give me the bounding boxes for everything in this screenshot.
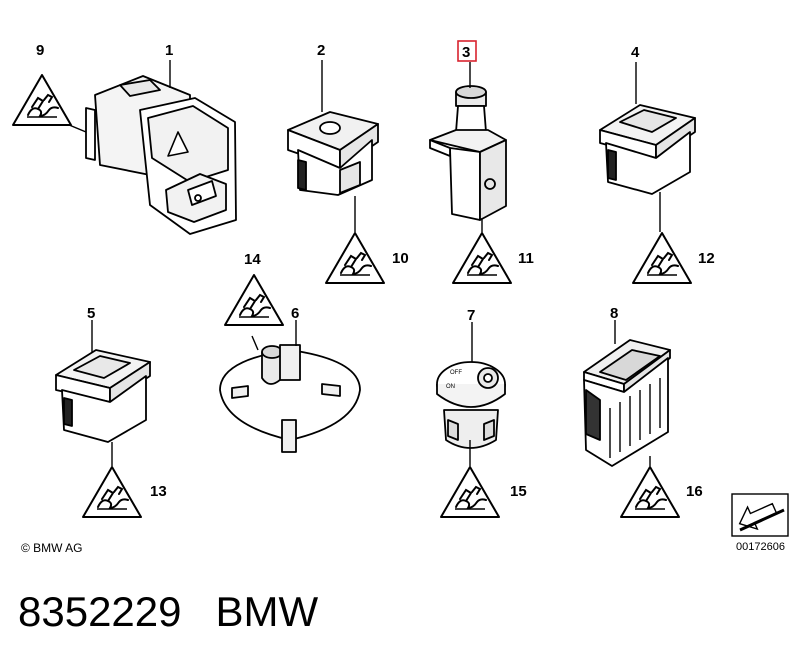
warning-triangle-connector-icon (82, 466, 142, 518)
callout-5[interactable]: 5 (87, 305, 95, 322)
callout-7[interactable]: 7 (467, 307, 475, 324)
callout-3[interactable]: 3 (462, 44, 470, 61)
warning-triangle-connector-icon (620, 466, 680, 518)
brand-name: BMW (215, 588, 319, 635)
callout-11[interactable]: 11 (518, 250, 534, 267)
warning-triangle-connector-icon (440, 466, 500, 518)
callout-8[interactable]: 8 (610, 305, 618, 322)
warning-triangle-connector-icon (12, 74, 72, 126)
part-caption: 8352229 BMW (18, 588, 318, 636)
copyright-text: © BMW AG (21, 541, 83, 555)
callout-6[interactable]: 6 (291, 305, 299, 322)
part-2-switch (287, 111, 379, 196)
callout-10[interactable]: 10 (392, 250, 409, 267)
part-3-brake-light-switch (429, 85, 507, 221)
arrow-block-icon (731, 493, 789, 537)
callout-15[interactable]: 15 (510, 483, 527, 500)
callout-13[interactable]: 13 (150, 483, 167, 500)
diagram-reference-number: 00172606 (736, 541, 785, 553)
callout-numbers: 9 1 2 3 4 10 11 12 14 5 6 7 8 13 15 16 (36, 42, 715, 500)
warning-triangle-connector-icon (325, 232, 385, 284)
leader-lines (61, 60, 661, 466)
callout-12[interactable]: 12 (698, 250, 715, 267)
warning-triangle-connector-icon (452, 232, 512, 284)
callout-4[interactable]: 4 (631, 44, 640, 61)
part-number: 8352229 (18, 588, 182, 635)
part-5-switch (55, 349, 151, 443)
warning-triangle-connector-icon (224, 274, 284, 326)
lock-on-label: ON (446, 384, 455, 390)
warning-triangle-connector-icon (632, 232, 692, 284)
highlight-box-part-3 (457, 40, 477, 62)
callout-14[interactable]: 14 (244, 251, 261, 268)
callout-16[interactable]: 16 (686, 483, 703, 500)
part-4-switch (599, 104, 696, 195)
part-1-hazard-switch (85, 75, 237, 235)
part-8-switch (583, 339, 671, 467)
lock-off-label: OFF (450, 370, 462, 376)
callout-1[interactable]: 1 (165, 42, 173, 59)
callout-2[interactable]: 2 (317, 42, 325, 59)
part-7-lock-switch: OFF ON (436, 361, 506, 449)
callout-9[interactable]: 9 (36, 42, 44, 59)
part-6-cover (219, 344, 361, 453)
